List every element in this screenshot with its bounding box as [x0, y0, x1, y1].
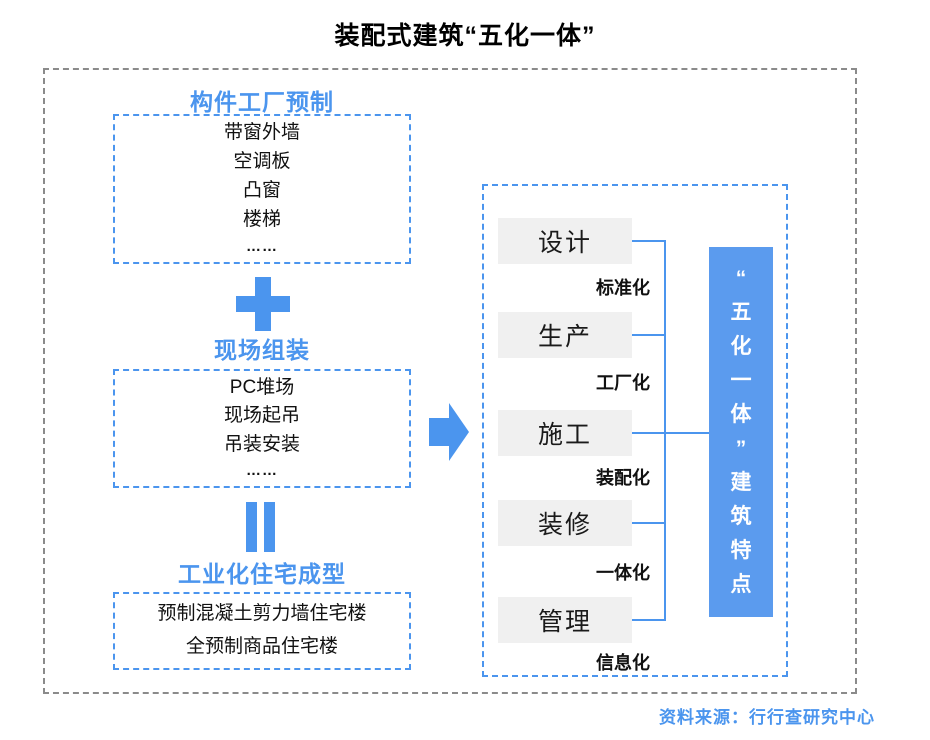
stage-label-assembly: 装配化: [596, 468, 650, 488]
equals-rotated-icon: [246, 502, 276, 552]
connector-trunk-line: [664, 240, 666, 621]
list-item: 带窗外墙: [223, 122, 300, 144]
list-item: PC堆场: [229, 376, 295, 398]
connector-line: [632, 432, 709, 434]
onsite-assembly-box: PC堆场 现场起吊 吊装安装 ……: [113, 369, 411, 488]
result-char: ”: [735, 437, 747, 460]
section-heading-onsite-assembly: 现场组装: [214, 337, 310, 363]
list-item: 凸窗: [242, 179, 281, 201]
list-item: 现场起吊: [223, 405, 300, 427]
section-heading-factory-prefab: 构件工厂预制: [190, 89, 334, 115]
stage-box-decoration: 装修: [498, 500, 632, 546]
arrow-right-icon: [429, 403, 469, 461]
list-item: 预制混凝土剪力墙住宅楼: [157, 603, 367, 625]
source-attribution: 资料来源：行行查研究中心: [659, 708, 875, 727]
result-char: 点: [730, 573, 752, 596]
stage-box-production: 生产: [498, 312, 632, 358]
ellipsis-item: ……: [246, 462, 278, 480]
equals-bar: [246, 502, 257, 552]
stage-label-integration: 一体化: [596, 563, 650, 583]
stage-box-management: 管理: [498, 597, 632, 643]
ellipsis-item: ……: [246, 237, 278, 255]
stage-box-construction: 施工: [498, 410, 632, 456]
industrialized-housing-box: 预制混凝土剪力墙住宅楼 全预制商品住宅楼: [113, 592, 411, 670]
list-item: 全预制商品住宅楼: [185, 635, 338, 657]
equals-bar: [264, 502, 275, 552]
list-item: 吊装安装: [223, 433, 300, 455]
list-item: 空调板: [233, 151, 291, 173]
stage-label-factory: 工厂化: [596, 373, 650, 393]
connector-line: [632, 240, 666, 242]
result-box-five-in-one: “ 五 化 一 体 ” 建 筑 特 点: [709, 247, 773, 617]
section-heading-industrialized-housing: 工业化住宅成型: [178, 561, 346, 587]
arrow-head: [449, 403, 469, 461]
result-char: 五: [730, 301, 752, 324]
connector-line: [632, 619, 666, 621]
stage-label-standardization: 标准化: [596, 278, 650, 298]
result-char: 一: [730, 369, 752, 392]
result-char: 建: [730, 471, 752, 494]
page-title: 装配式建筑“五化一体”: [334, 22, 596, 50]
result-char: 特: [730, 539, 752, 562]
right-dashed-frame: [482, 184, 788, 677]
stage-box-design: 设计: [498, 218, 632, 264]
connector-line: [632, 334, 666, 336]
factory-prefab-box: 带窗外墙 空调板 凸窗 楼梯 ……: [113, 114, 411, 264]
arrow-stem: [429, 418, 449, 446]
plus-horizontal-bar: [236, 296, 290, 312]
list-item: 楼梯: [242, 208, 281, 230]
result-char: 筑: [730, 505, 752, 528]
stage-label-information: 信息化: [596, 653, 650, 673]
result-char: 体: [730, 403, 752, 426]
outer-dashed-frame: [43, 68, 857, 694]
plus-icon: [236, 277, 290, 331]
connector-line: [632, 522, 666, 524]
result-char: “: [735, 267, 747, 290]
result-char: 化: [730, 335, 752, 358]
